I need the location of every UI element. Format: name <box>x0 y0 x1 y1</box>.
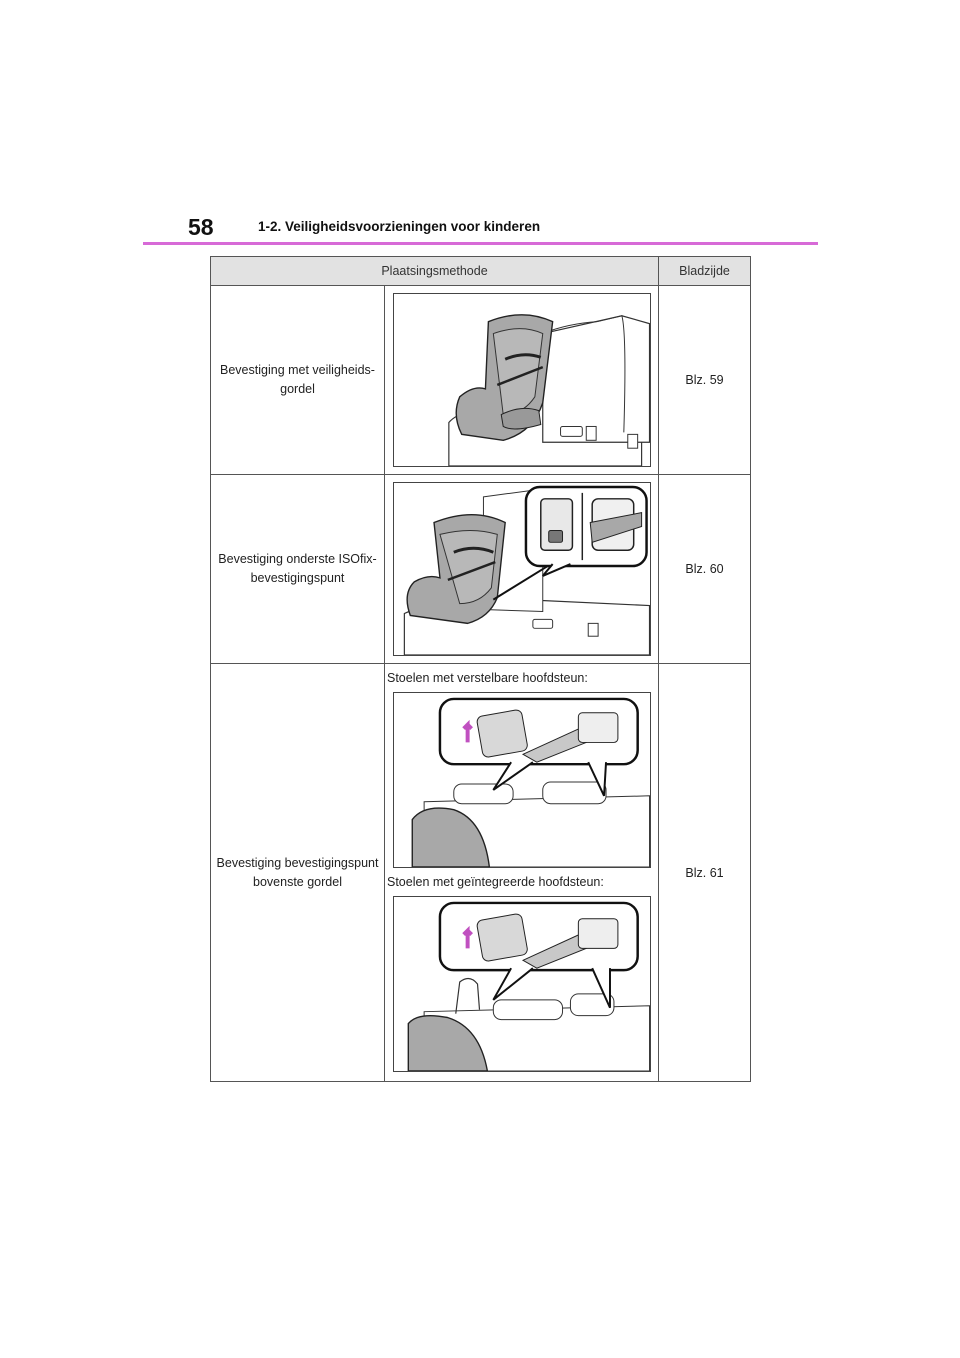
table-row: Bevestiging bevestigingspunt bovenste go… <box>210 663 752 1082</box>
table-row: Bevestiging onderste ISOfix-bevestigings… <box>210 474 752 664</box>
method-cell: Bevestiging bevestigingspunt bovenste go… <box>210 663 385 1082</box>
top-tether-integrated-headrest-illustration <box>393 896 651 1072</box>
page-cell: Blz. 61 <box>658 663 752 1082</box>
section-title: 1-2. Veiligheidsvoorzieningen voor kinde… <box>258 219 541 234</box>
header-rule <box>143 242 818 245</box>
method-cell: Bevestiging met veiligheids-gordel <box>210 285 385 475</box>
table-header-row: Plaatsingsmethode Bladzijde <box>209 256 752 286</box>
illustration-cell <box>383 285 660 475</box>
installation-method-table: Plaatsingsmethode Bladzijde Bevestiging … <box>209 256 752 1082</box>
page-cell: Blz. 59 <box>658 285 752 475</box>
method-cell: Bevestiging onderste ISOfix-bevestigings… <box>210 474 385 664</box>
sub-label-adjustable-headrest: Stoelen met verstelbare hoofdsteun: <box>387 671 588 685</box>
header-page: Bladzijde <box>658 256 752 286</box>
page-number: 58 <box>188 214 214 240</box>
child-seat-belt-illustration <box>393 293 651 467</box>
illustration-cell: Stoelen met verstelbare hoofdsteun: <box>383 663 660 1082</box>
header-method: Plaatsingsmethode <box>209 256 660 286</box>
top-tether-adjustable-headrest-illustration <box>393 692 651 868</box>
isofix-anchor-illustration <box>393 482 651 656</box>
page-cell: Blz. 60 <box>658 474 752 664</box>
sub-label-integrated-headrest: Stoelen met geïntegreerde hoofdsteun: <box>387 875 604 889</box>
illustration-cell <box>383 474 660 664</box>
table-row: Bevestiging met veiligheids-gordel <box>210 285 752 475</box>
